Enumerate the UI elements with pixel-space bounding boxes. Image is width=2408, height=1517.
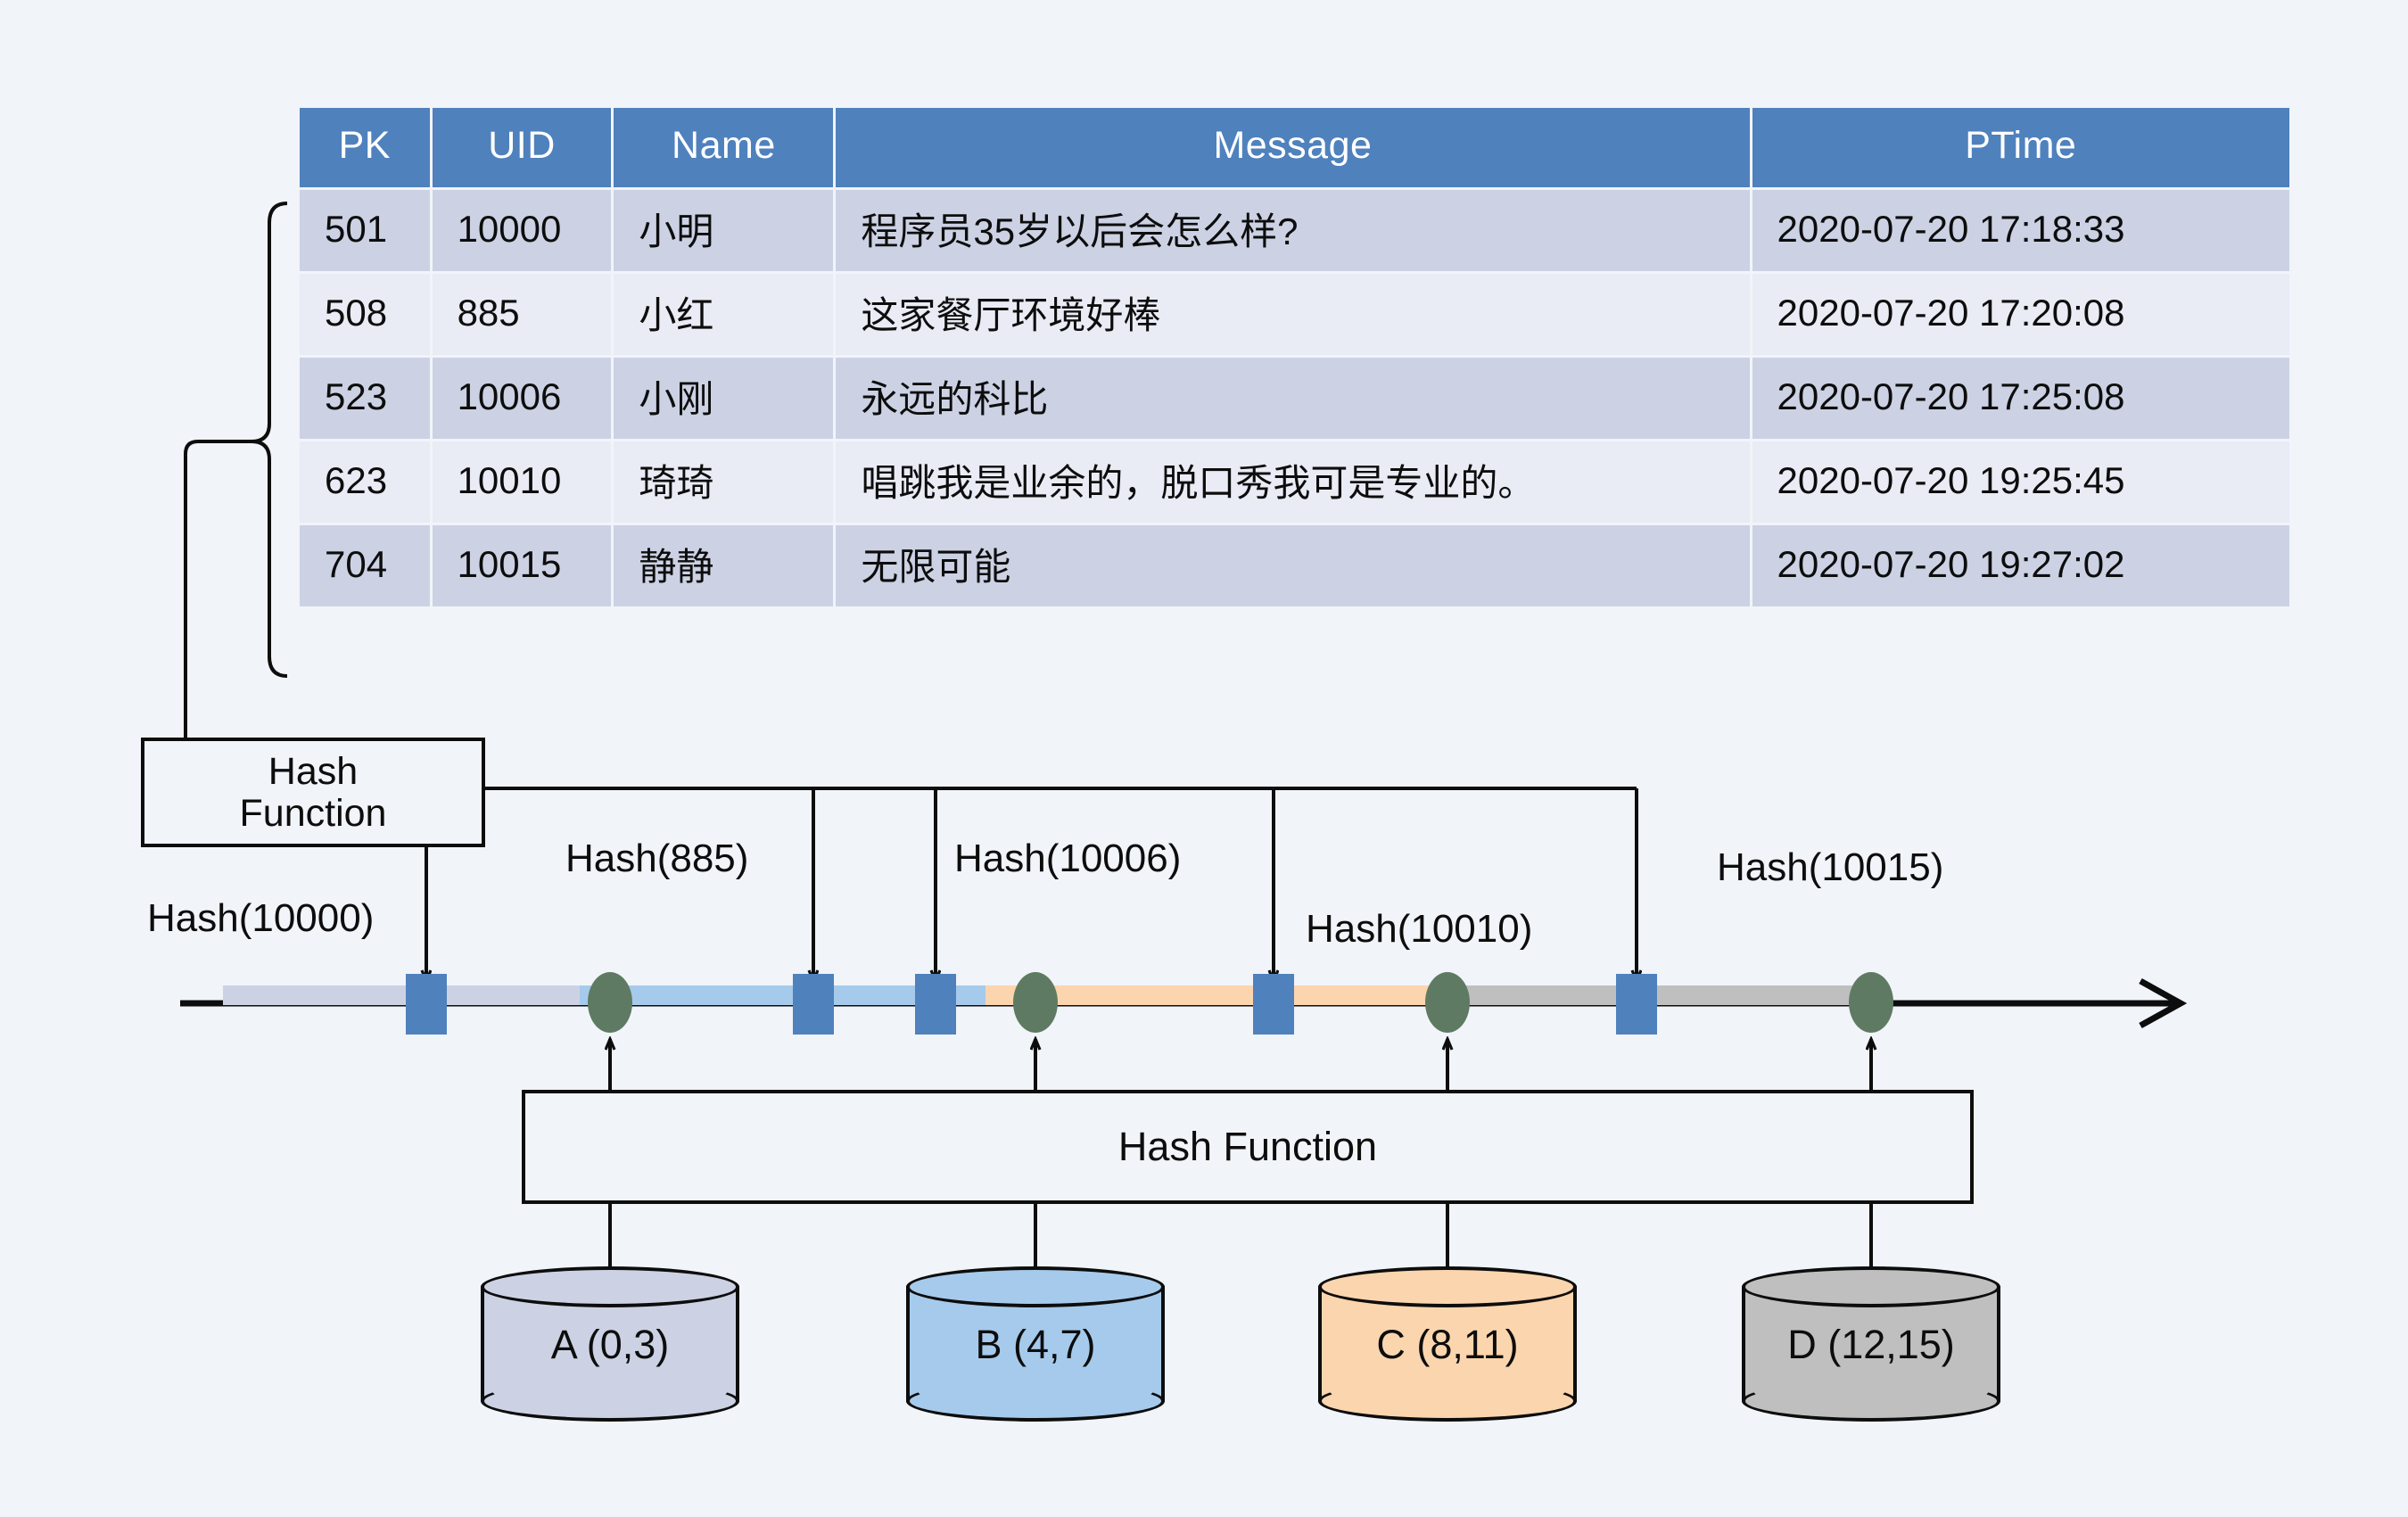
shard-cylinder-links	[608, 1197, 1873, 1266]
cell-ptime: 2020-07-20 19:25:45	[1752, 441, 2289, 523]
shard-label-c: C (8,11)	[1376, 1321, 1519, 1367]
shard-boundary-marker	[1013, 972, 1058, 1033]
hash-function-box-bottom: Hash Function	[522, 1090, 1974, 1204]
axis-arrow-icon	[2139, 977, 2188, 1029]
cell-ptime: 2020-07-20 17:18:33	[1752, 190, 2289, 271]
cell-uid: 10006	[432, 358, 612, 439]
cylinder-top	[1742, 1266, 2000, 1307]
cell-uid: 10015	[432, 525, 612, 606]
column-header-pk: PK	[300, 108, 430, 187]
hash-function-bottom-label: Hash Function	[1117, 1124, 1378, 1169]
cell-uid: 885	[432, 274, 612, 355]
cylinder-top	[1318, 1266, 1577, 1307]
shard-cylinder-b: B (4,7)	[906, 1266, 1165, 1422]
hash-marker-square	[915, 974, 956, 1035]
shard-band-c	[985, 985, 1449, 1005]
hash-marker-square	[793, 974, 834, 1035]
shard-label-b: B (4,7)	[975, 1321, 1096, 1367]
cell-message: 这家餐厅环境好棒	[836, 274, 1750, 355]
column-header-ptime: PTime	[1752, 108, 2289, 187]
row-group-bracket	[184, 202, 288, 738]
table-row: 501 10000 小明 程序员35岁以后会怎么样? 2020-07-20 17…	[300, 190, 2289, 271]
shard-boundary-marker	[1849, 972, 1893, 1033]
cell-pk: 501	[300, 190, 430, 271]
hash-label-10006: Hash(10006)	[954, 837, 1182, 880]
hash-marker-square	[1616, 974, 1657, 1035]
shard-band-b	[580, 985, 985, 1005]
message-table: PK UID Name Message PTime 501 10000 小明 程…	[297, 105, 2292, 609]
hash-function-top-line2: Function	[239, 791, 387, 835]
cell-name: 小刚	[614, 358, 834, 439]
hash-function-top-line1: Hash	[268, 750, 359, 794]
cell-pk: 704	[300, 525, 430, 606]
hash-label-10000: Hash(10000)	[147, 896, 375, 940]
cell-uid: 10000	[432, 190, 612, 271]
column-header-uid: UID	[432, 108, 612, 187]
table-row: 623 10010 琦琦 唱跳我是业余的，脱口秀我可是专业的。 2020-07-…	[300, 441, 2289, 523]
cell-message: 程序员35岁以后会怎么样?	[836, 190, 1750, 271]
cylinder-top	[481, 1266, 739, 1307]
shard-label-d: D (12,15)	[1787, 1321, 1955, 1367]
cylinder-bottom	[481, 1381, 739, 1422]
cylinder-top	[906, 1266, 1165, 1307]
cell-uid: 10010	[432, 441, 612, 523]
cell-pk: 508	[300, 274, 430, 355]
table-row: 704 10015 静静 无限可能 2020-07-20 19:27:02	[300, 525, 2289, 606]
hash-label-10010: Hash(10010)	[1306, 907, 1533, 951]
cell-ptime: 2020-07-20 17:25:08	[1752, 358, 2289, 439]
cylinder-bottom	[1742, 1381, 2000, 1422]
cell-ptime: 2020-07-20 17:20:08	[1752, 274, 2289, 355]
cylinder-bottom	[1318, 1381, 1577, 1422]
shard-cylinder-c: C (8,11)	[1318, 1266, 1577, 1422]
shard-boundary-marker	[1425, 972, 1470, 1033]
shard-band-a	[223, 985, 580, 1005]
cylinder-bottom	[906, 1381, 1165, 1422]
shard-cylinder-d: D (12,15)	[1742, 1266, 2000, 1422]
shard-band-d	[1449, 985, 1886, 1005]
column-header-name: Name	[614, 108, 834, 187]
cell-ptime: 2020-07-20 19:27:02	[1752, 525, 2289, 606]
cell-message: 唱跳我是业余的，脱口秀我可是专业的。	[836, 441, 1750, 523]
cell-name: 琦琦	[614, 441, 834, 523]
hash-marker-square	[1253, 974, 1294, 1035]
table-row: 508 885 小红 这家餐厅环境好棒 2020-07-20 17:20:08	[300, 274, 2289, 355]
cell-name: 静静	[614, 525, 834, 606]
shard-boundary-arrows	[610, 1039, 1871, 1090]
column-header-message: Message	[836, 108, 1750, 187]
shard-label-a: A (0,3)	[550, 1321, 670, 1367]
cell-message: 永远的科比	[836, 358, 1750, 439]
hash-fanout-lines	[426, 787, 1637, 981]
cell-name: 小明	[614, 190, 834, 271]
shard-cylinder-a: A (0,3)	[481, 1266, 739, 1422]
hash-label-10015: Hash(10015)	[1717, 845, 1944, 889]
hash-function-box-top: Hash Function	[141, 738, 485, 847]
hash-label-885: Hash(885)	[565, 837, 749, 880]
cell-message: 无限可能	[836, 525, 1750, 606]
cell-name: 小红	[614, 274, 834, 355]
cell-pk: 623	[300, 441, 430, 523]
cell-pk: 523	[300, 358, 430, 439]
shard-boundary-marker	[588, 972, 632, 1033]
hash-marker-square	[406, 974, 447, 1035]
table-header-row: PK UID Name Message PTime	[300, 108, 2289, 187]
table-row: 523 10006 小刚 永远的科比 2020-07-20 17:25:08	[300, 358, 2289, 439]
